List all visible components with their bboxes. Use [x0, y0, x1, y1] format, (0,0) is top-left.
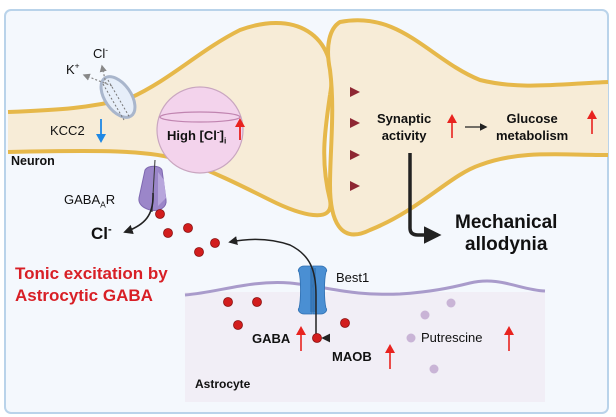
postsynaptic-membrane	[326, 18, 609, 237]
synaptic-line2: activity	[381, 128, 427, 143]
mechanical-line2: allodynia	[465, 234, 548, 255]
gaba-dot	[233, 320, 243, 330]
chloride-efflux-charge: -	[108, 223, 112, 236]
gaba-dot	[340, 318, 350, 328]
presynaptic-membrane-right	[322, 94, 332, 201]
putrescine-label: Putrescine	[421, 330, 483, 345]
tonic-line1: Tonic excitation by	[15, 264, 168, 283]
chloride-efflux-label: Cl-	[91, 223, 112, 243]
potassium-text: K	[66, 62, 75, 77]
gabaar-text: GABA	[64, 192, 101, 207]
chloride-text: Cl	[93, 46, 106, 61]
potassium-ion-label: K+	[66, 60, 80, 77]
gaba-release-arrow	[228, 236, 317, 338]
neuron-label: Neuron	[11, 154, 55, 168]
tonic-excitation-title: Tonic excitation by Astrocytic GABA	[15, 263, 168, 307]
gaba-molecules	[155, 209, 350, 343]
glucose-line1: Glucose	[506, 111, 558, 126]
maob-up-arrow-icon	[385, 344, 395, 369]
putrescine-dot	[446, 298, 456, 308]
gaba-dot	[252, 297, 262, 307]
gaba-label: GABA	[252, 331, 291, 346]
gabaar-suffix: R	[105, 192, 116, 207]
kcc2-down-arrow-icon	[96, 119, 106, 143]
astrocyte-membrane	[184, 279, 546, 297]
maob-label: MAOB	[332, 349, 372, 364]
gabaa-receptor-label: GABAAR	[64, 192, 116, 209]
best1-label: Best1	[336, 270, 370, 285]
high-chloride-label: High [Cl-]i	[167, 126, 226, 144]
synaptic-activity-label: Synaptic activity	[377, 110, 431, 144]
gaba-dot	[183, 223, 193, 233]
synaptic-signal-arrows	[265, 87, 360, 191]
gaba-dot	[210, 238, 220, 248]
high-chloride-bracket: ]	[219, 128, 224, 143]
putrescine-up-arrow-icon	[504, 326, 514, 351]
vesicle-rim	[159, 111, 241, 123]
high-chloride-text: High [Cl	[167, 128, 217, 143]
gaba-dot	[223, 297, 233, 307]
putrescine-dot	[429, 364, 439, 374]
putrescine-dot	[420, 310, 430, 320]
putrescine-molecules	[406, 298, 456, 374]
mechanical-line1: Mechanical	[455, 212, 558, 233]
kcc2-label: KCC2	[50, 123, 85, 138]
tonic-line2: Astrocytic GABA	[15, 286, 153, 305]
mechanical-allodynia-label: Mechanical allodynia	[455, 212, 557, 256]
gaba-dot	[312, 333, 322, 343]
gabaar-subscript: A	[100, 199, 106, 210]
synaptic-up-arrow-icon	[447, 114, 457, 138]
chloride-efflux-text: Cl	[91, 224, 108, 243]
presynaptic-membrane-top	[7, 20, 334, 114]
gaba-dot	[194, 247, 204, 257]
glucose-metabolism-label: Glucose metabolism	[496, 110, 568, 144]
gaba-up-arrow-icon	[296, 326, 306, 351]
glucose-up-arrow-icon	[587, 110, 597, 134]
gaba-dot	[163, 228, 173, 238]
kcc2-transporter-icon	[82, 64, 137, 121]
gaba-dot	[155, 209, 165, 219]
chloride-ion-label: Cl-	[93, 44, 109, 61]
high-cl-up-arrow-icon	[235, 118, 245, 140]
putrescine-dot	[406, 333, 416, 343]
synaptic-to-allodynia-arrow	[408, 153, 442, 244]
gabaa-receptor-icon	[138, 159, 167, 213]
potassium-charge: +	[74, 60, 80, 71]
astrocyte-body	[185, 292, 545, 402]
high-chloride-subscript: i	[223, 135, 227, 146]
gabaa-cl-arrow	[123, 192, 154, 234]
synaptic-line1: Synaptic	[377, 111, 432, 126]
glucose-line2: metabolism	[496, 128, 569, 143]
high-chloride-charge: -	[216, 126, 220, 137]
best1-channel-icon	[297, 265, 328, 315]
high-chloride-vesicle	[156, 86, 244, 174]
chloride-charge: -	[105, 44, 109, 55]
astrocyte-label: Astrocyte	[195, 377, 251, 391]
